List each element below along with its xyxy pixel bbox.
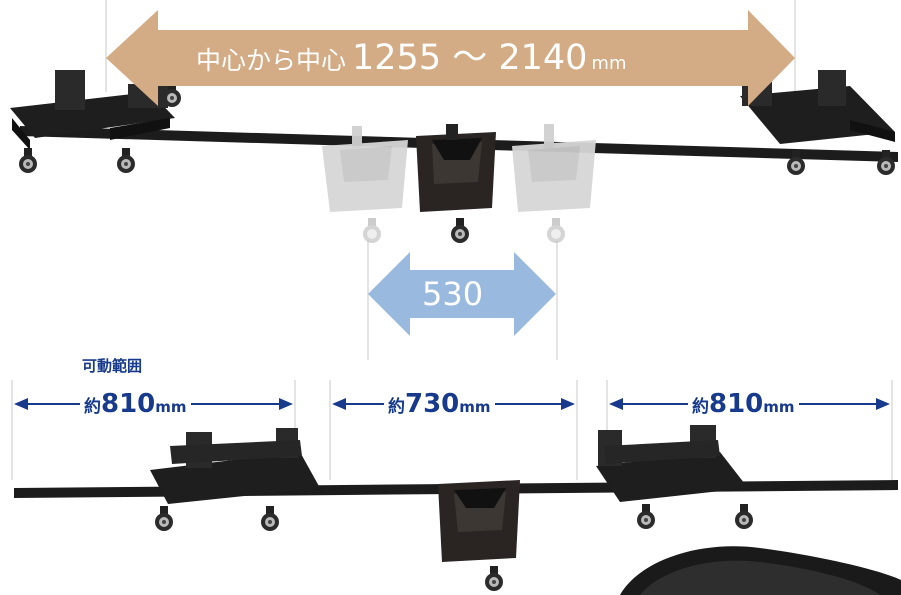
bottom-dimension-left: 約810mm	[80, 386, 191, 425]
bottom-dimension-left-value: 810	[101, 389, 156, 419]
ghost-cart-left	[322, 126, 408, 243]
bottom-dimension-right-value: 810	[709, 389, 764, 419]
top-dimension-prefix: 中心から中心	[196, 46, 347, 75]
ghost-cart-right	[512, 124, 596, 243]
top-assembly	[10, 70, 898, 243]
bottom-dimension-center-prefix: 約	[388, 397, 405, 417]
top-left-dolly	[10, 70, 181, 173]
bottom-dimension-left-unit: mm	[155, 398, 187, 416]
bottom-dimension-right-unit: mm	[763, 398, 795, 416]
bottom-dimension-center-value: 730	[405, 389, 460, 419]
bottom-dimension-center-unit: mm	[459, 398, 491, 416]
top-dimension-unit: mm	[591, 53, 627, 74]
bottom-left-dolly	[150, 428, 320, 531]
bottom-dimension-left-prefix: 約	[84, 397, 101, 417]
bottom-assembly	[14, 424, 898, 591]
bottom-dimension-right-prefix: 約	[692, 397, 709, 417]
bottom-center-cart	[438, 480, 520, 591]
range-label: 可動範囲	[82, 357, 143, 375]
top-dimension-arrow	[106, 10, 795, 106]
top-dimension-value: 1255 ～ 2140	[352, 38, 588, 78]
center-dimension-value: 530	[422, 275, 484, 313]
center-dimension-label: 530	[422, 273, 483, 315]
bottom-dimension-center: 約730mm	[384, 386, 495, 425]
center-dimension-arrow	[368, 252, 556, 336]
bottom-dimension-right: 約810mm	[688, 386, 799, 425]
bottom-right-dolly	[596, 424, 753, 529]
top-center-cart	[416, 124, 496, 243]
